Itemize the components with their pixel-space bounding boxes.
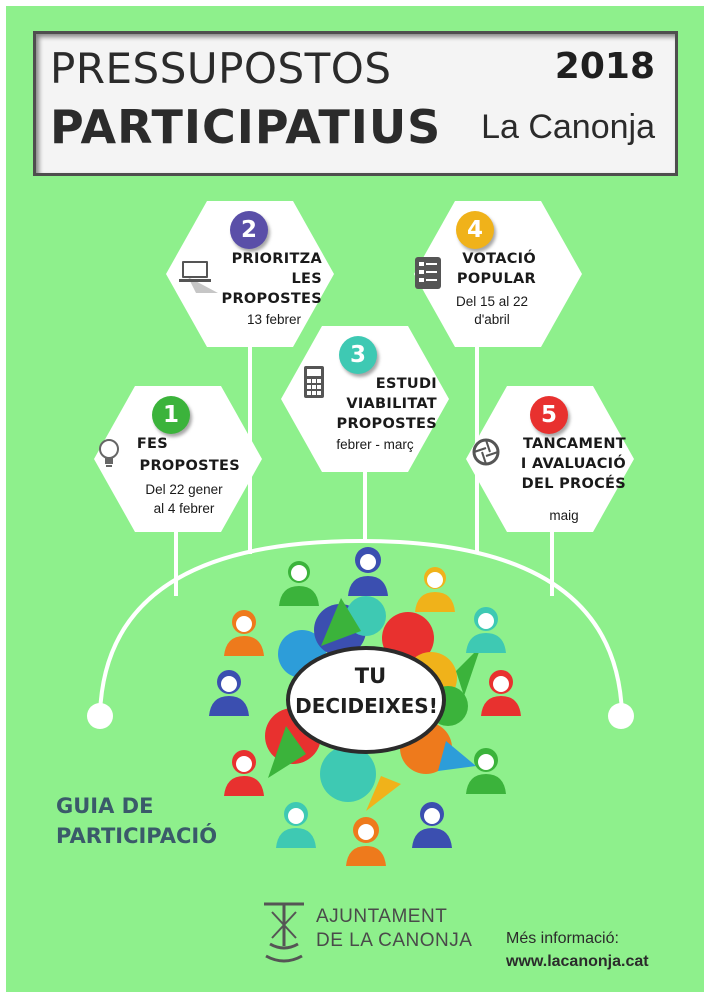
center-line-1: TU (354, 664, 387, 688)
org-name-line-2: DE LA CANONJA (316, 930, 473, 951)
step-4-title-2: POPULAR (456, 271, 536, 287)
title-line-2: PARTICIPATIUS (50, 100, 442, 154)
step-5-date: maig (549, 508, 579, 523)
step-4-date-1: Del 15 al 22 (455, 294, 529, 309)
step-2-badge: 2 (230, 211, 268, 249)
step-1-hexagon: 1 FES PROPOSTES Del 22 gener al 4 febrer (92, 384, 264, 534)
place-name: La Canonja (481, 108, 655, 146)
person-avatar (346, 817, 386, 866)
person-avatar (279, 561, 319, 606)
step-5-title-2: I AVALUACIÓ (520, 456, 626, 472)
step-4-badge: 4 (456, 211, 494, 249)
person-avatar (276, 802, 316, 848)
lightbulb-icon (99, 439, 119, 467)
person-avatar (224, 750, 264, 796)
step-3-badge: 3 (339, 336, 377, 374)
step-3-title-1: ESTUDI (375, 376, 437, 392)
guide-title-line-1: GUIA DE (56, 794, 154, 818)
step-5-badge: 5 (530, 396, 568, 434)
step-4-hexagon: 4 VOTACIÓ POPULAR Del 15 al 22 d'abril (412, 199, 584, 349)
person-avatar (481, 670, 521, 716)
step-5-title-3: DEL PROCÉS (521, 476, 626, 492)
step-3-date: febrer - març (336, 437, 414, 452)
step-2-title-2: LES (291, 271, 322, 287)
step-2-title-3: PROPOSTES (221, 291, 322, 307)
step-5-title-1: TANCAMENT (522, 436, 626, 452)
ballot-list-icon (415, 257, 441, 289)
step-1-badge: 1 (152, 396, 190, 434)
person-avatar (412, 802, 452, 848)
step-2-date: 13 febrer (246, 312, 302, 327)
person-avatar (466, 748, 506, 794)
person-avatar (348, 547, 388, 596)
speech-bubbles-cluster (265, 596, 481, 811)
org-name-line-1: AJUNTAMENT (316, 906, 448, 927)
step-5-hexagon: 5 TANCAMENT I AVALUACIÓ DEL PROCÉS maig (464, 384, 636, 534)
website-link[interactable]: www.lacanonja.cat (506, 953, 649, 970)
aperture-icon (472, 438, 500, 466)
step-2-hexagon: 2 PRIORITZA LES PROPOSTES 13 febrer (164, 199, 336, 349)
step-3-title-3: PROPOSTES (336, 416, 437, 432)
title-box: PRESSUPOSTOS PARTICIPATIUS 2018 La Canon… (33, 31, 678, 176)
laptop-icon (179, 261, 218, 293)
town-logo-icon (264, 902, 304, 963)
step-2-title-1: PRIORITZA (231, 251, 322, 267)
step-3-hexagon: 3 ESTUDI VIABILITAT PROPOSTES febrer - m… (279, 324, 451, 474)
person-avatar (209, 670, 249, 716)
person-avatar (466, 607, 506, 653)
step-1-title-2: PROPOSTES (139, 458, 240, 474)
person-avatar (415, 567, 455, 612)
center-line-2: DECIDEIXES! (295, 694, 438, 718)
title-line-1: PRESSUPOSTOS (50, 44, 392, 93)
guide-title-line-2: PARTICIPACIÓ (56, 824, 218, 848)
step-3-title-2: VIABILITAT (346, 396, 437, 412)
step-4-date-2: d'abril (474, 312, 510, 327)
step-1-title-1: FES (136, 436, 168, 452)
poster: PRESSUPOSTOS PARTICIPATIUS 2018 La Canon… (6, 6, 704, 992)
calculator-icon (304, 366, 324, 398)
more-info-label: Més informació: (506, 930, 619, 947)
step-1-date-2: al 4 febrer (153, 501, 215, 516)
step-1-date-1: Del 22 gener (145, 482, 223, 497)
step-4-title-1: VOTACIÓ (462, 251, 536, 267)
person-avatar (224, 610, 264, 656)
year: 2018 (554, 46, 655, 87)
